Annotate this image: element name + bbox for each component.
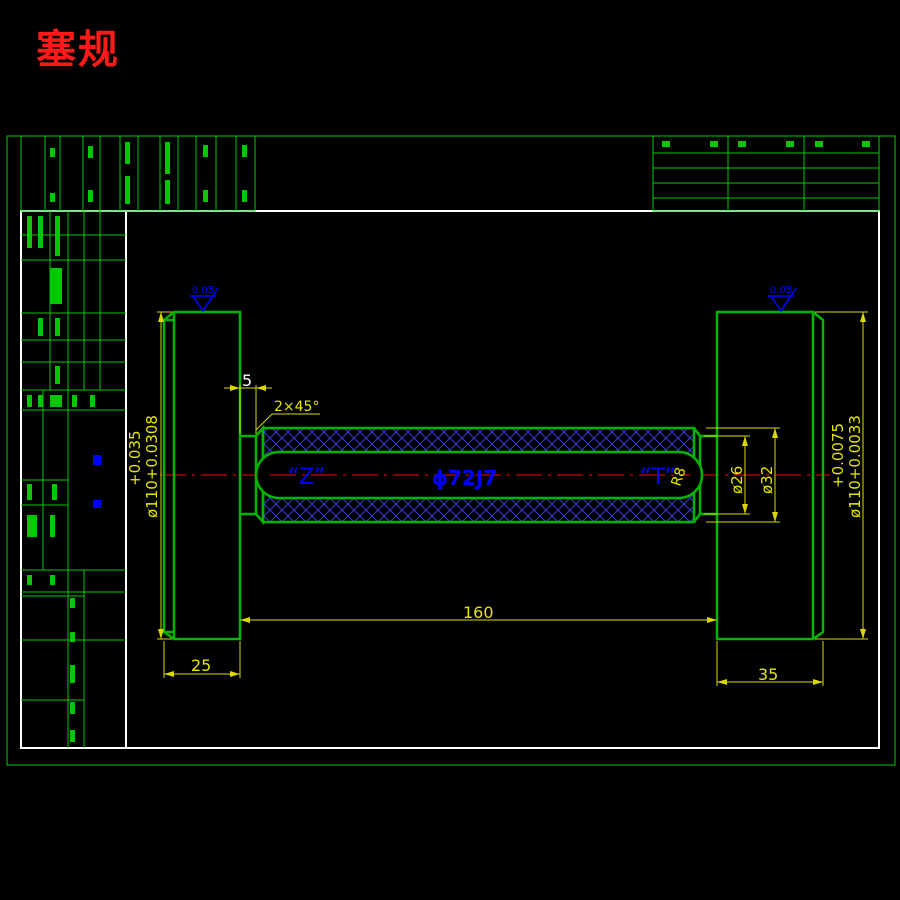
label-t: “T” [640, 465, 676, 490]
dim-left-head-tolerance: +0.035 [126, 430, 144, 486]
dim-left-head-width: 25 [191, 656, 211, 675]
left-title-block-blue-glyphs [93, 455, 101, 508]
outer-frame [6, 135, 896, 766]
dim-right-head-tolerance: +0.0075 [829, 423, 847, 488]
dim-chamfer: 2×45° [274, 399, 319, 415]
dim-inner-diameter-26: ø26 [728, 466, 746, 494]
top-left-header-glyphs [50, 142, 247, 204]
label-bore-size: ϕ72J7 [432, 466, 497, 490]
right-gauge-head [715, 310, 825, 641]
tolerance-value-right: 0.05 [770, 285, 792, 296]
left-gauge-head [162, 310, 242, 641]
dim-inner-diameter-32: ø32 [758, 466, 776, 494]
dim-overall-length: 160 [463, 603, 494, 622]
tolerance-value-left: 0.05 [192, 285, 214, 296]
left-title-block [21, 211, 126, 748]
dim-radius: R8 [669, 466, 690, 489]
dim-right-head-width: 35 [758, 665, 778, 684]
dim-left-head-diameter: ø110+0.0308 [143, 415, 161, 518]
drawing-title: 塞规 [36, 26, 120, 73]
label-z: “Z” [288, 465, 325, 490]
tolerance-symbol-right [768, 287, 797, 313]
left-title-block-glyphs [27, 216, 95, 742]
dimension-arrows [158, 312, 866, 685]
tolerance-symbol-left [190, 287, 219, 313]
dim-right-head-diameter: ø110+0.0033 [846, 415, 864, 518]
top-right-header-glyphs [662, 141, 870, 147]
dim-shoulder-width: 5 [242, 371, 252, 390]
dimension-lines [157, 311, 868, 686]
top-left-header-table [20, 135, 256, 212]
top-right-header-table [652, 135, 880, 212]
